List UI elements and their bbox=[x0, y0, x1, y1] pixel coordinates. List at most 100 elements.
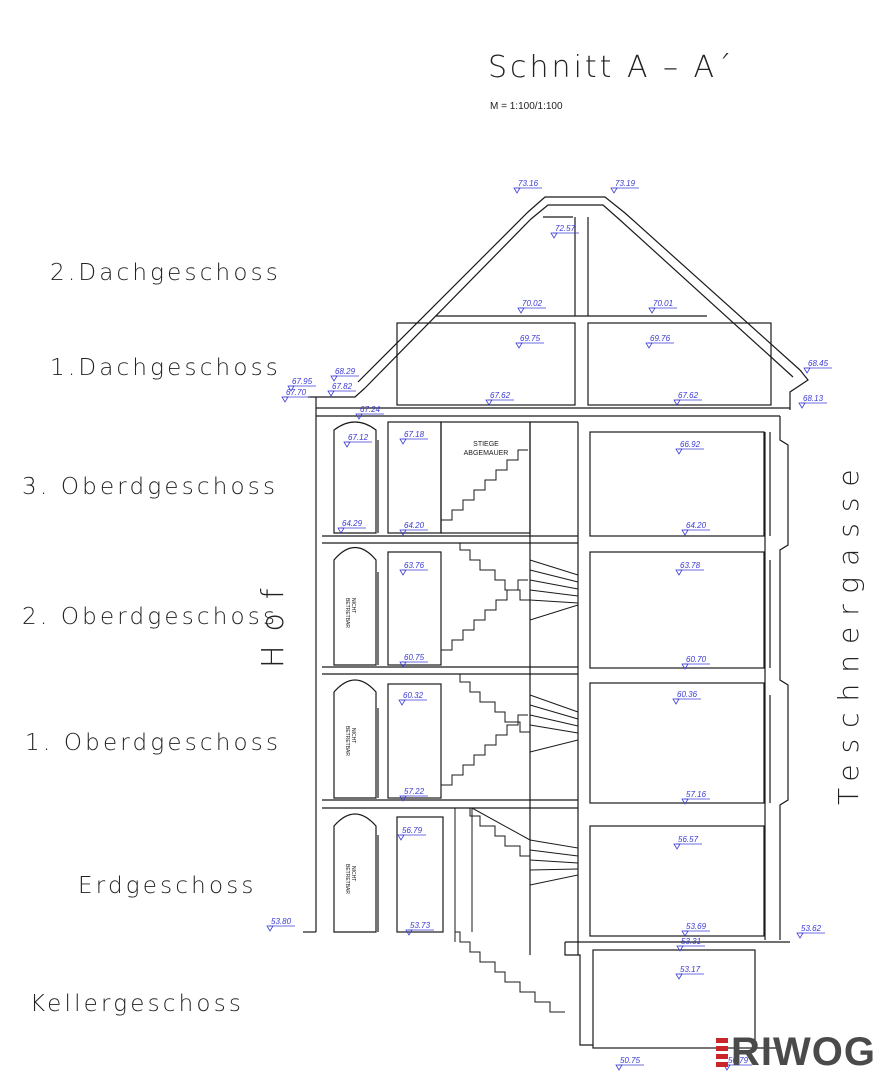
floor-label-og2: 2. Oberdgeschoss bbox=[22, 604, 279, 630]
level-marker: 57.22 bbox=[399, 787, 428, 802]
level-triangle-icon bbox=[676, 945, 684, 952]
level-value: 60.36 bbox=[677, 690, 698, 699]
level-triangle-icon bbox=[513, 187, 521, 194]
level-marker: 63.76 bbox=[399, 561, 428, 576]
level-triangle-icon bbox=[515, 342, 523, 349]
level-value: 53.80 bbox=[271, 917, 292, 926]
level-value: 57.22 bbox=[404, 787, 425, 796]
level-value: 60.32 bbox=[403, 691, 424, 700]
level-value: 68.45 bbox=[808, 359, 829, 368]
level-triangle-icon bbox=[672, 698, 680, 705]
floor-label-og1: 1. Oberdgeschoss bbox=[25, 730, 282, 756]
level-marker: 67.24 bbox=[355, 405, 384, 420]
level-marker: 53.31 bbox=[676, 937, 705, 952]
level-marker: 60.70 bbox=[681, 655, 710, 670]
level-marker: 68.45 bbox=[803, 359, 832, 374]
level-triangle-icon bbox=[287, 385, 295, 392]
level-triangle-icon bbox=[803, 367, 811, 374]
building-outline bbox=[303, 196, 809, 1049]
level-value: 63.76 bbox=[404, 561, 425, 570]
level-triangle-icon bbox=[673, 843, 681, 850]
level-marker: 60.36 bbox=[672, 690, 701, 705]
level-marker: 70.01 bbox=[648, 299, 677, 314]
level-triangle-icon bbox=[399, 529, 407, 536]
level-value: 56.79 bbox=[402, 826, 423, 835]
level-triangle-icon bbox=[645, 342, 653, 349]
level-marker: 64.20 bbox=[681, 521, 710, 536]
level-triangle-icon bbox=[798, 402, 806, 409]
level-value: 67.12 bbox=[348, 433, 369, 442]
level-value: 67.82 bbox=[332, 382, 353, 391]
level-markers: 73.16 73.19 72.57 70.02 70.01 69.75 69.76 68.29… bbox=[266, 179, 832, 1071]
floor-label-og3: 3. Oberdgeschoss bbox=[22, 474, 279, 500]
level-value: 64.20 bbox=[404, 521, 425, 530]
level-triangle-icon bbox=[337, 527, 345, 534]
level-value: 73.16 bbox=[518, 179, 539, 188]
level-triangle-icon bbox=[399, 438, 407, 445]
level-marker: 67.18 bbox=[399, 430, 428, 445]
stair-flights bbox=[440, 449, 579, 1013]
level-marker: 63.78 bbox=[675, 561, 704, 576]
level-marker: 66.92 bbox=[675, 440, 704, 455]
level-marker: 68.29 bbox=[330, 367, 359, 382]
level-value: 53.17 bbox=[680, 965, 701, 974]
level-triangle-icon bbox=[343, 441, 351, 448]
level-triangle-icon bbox=[399, 795, 407, 802]
level-triangle-icon bbox=[675, 569, 683, 576]
level-marker: 73.19 bbox=[610, 179, 639, 194]
level-triangle-icon bbox=[485, 399, 493, 406]
level-triangle-icon bbox=[648, 307, 656, 314]
level-value: 67.62 bbox=[490, 391, 511, 400]
level-triangle-icon bbox=[681, 663, 689, 670]
level-marker: 67.70 bbox=[281, 388, 310, 403]
level-triangle-icon bbox=[330, 375, 338, 382]
level-marker: 64.20 bbox=[399, 521, 428, 536]
room-note-og2-2: BETRETBAR bbox=[344, 598, 350, 628]
level-marker: 53.73 bbox=[405, 921, 434, 936]
stair-label-2: ABGEMAUER bbox=[464, 450, 509, 457]
level-triangle-icon bbox=[405, 929, 413, 936]
level-value: 68.29 bbox=[335, 367, 356, 376]
level-marker: 68.13 bbox=[798, 394, 827, 409]
level-triangle-icon bbox=[681, 798, 689, 805]
level-marker: 60.75 bbox=[399, 653, 428, 668]
level-marker: 67.95 bbox=[287, 377, 316, 392]
level-marker: 64.29 bbox=[337, 519, 366, 534]
level-value: 56.57 bbox=[678, 835, 699, 844]
level-triangle-icon bbox=[675, 448, 683, 455]
level-value: 67.18 bbox=[404, 430, 425, 439]
level-value: 70.01 bbox=[653, 299, 673, 308]
room-note-og1-2: BETRETBAR bbox=[344, 726, 350, 756]
level-marker: 67.62 bbox=[485, 391, 514, 406]
level-triangle-icon bbox=[615, 1064, 623, 1071]
level-marker: 53.62 bbox=[796, 924, 825, 939]
level-marker: 70.02 bbox=[517, 299, 546, 314]
level-marker: 56.57 bbox=[673, 835, 702, 850]
level-marker: 69.76 bbox=[645, 334, 674, 349]
floor-label-kg: Kellergeschoss bbox=[30, 991, 245, 1017]
level-value: 64.29 bbox=[342, 519, 363, 528]
level-value: 67.70 bbox=[286, 388, 307, 397]
level-value: 72.57 bbox=[555, 224, 576, 233]
level-triangle-icon bbox=[399, 661, 407, 668]
level-value: 67.95 bbox=[292, 377, 313, 386]
level-marker: 72.57 bbox=[550, 224, 579, 239]
level-marker: 67.62 bbox=[673, 391, 702, 406]
logo-text: RIWOG bbox=[731, 1030, 876, 1074]
level-value: 53.73 bbox=[410, 921, 431, 930]
level-marker: 67.12 bbox=[343, 433, 372, 448]
level-triangle-icon bbox=[610, 187, 618, 194]
level-value: 69.75 bbox=[520, 334, 541, 343]
level-value: 66.92 bbox=[680, 440, 701, 449]
level-marker: 60.32 bbox=[398, 691, 427, 706]
room-notes: NICHT BETRETBAR NICHT BETRETBAR NICHT BE… bbox=[344, 598, 356, 894]
level-marker: 50.75 bbox=[615, 1056, 644, 1071]
level-marker: 73.16 bbox=[513, 179, 542, 194]
level-value: 69.76 bbox=[650, 334, 671, 343]
room-note-og1-1: NICHT bbox=[350, 728, 356, 743]
level-triangle-icon bbox=[327, 390, 335, 397]
level-value: 50.79 bbox=[728, 1056, 749, 1065]
level-value: 60.70 bbox=[686, 655, 707, 664]
